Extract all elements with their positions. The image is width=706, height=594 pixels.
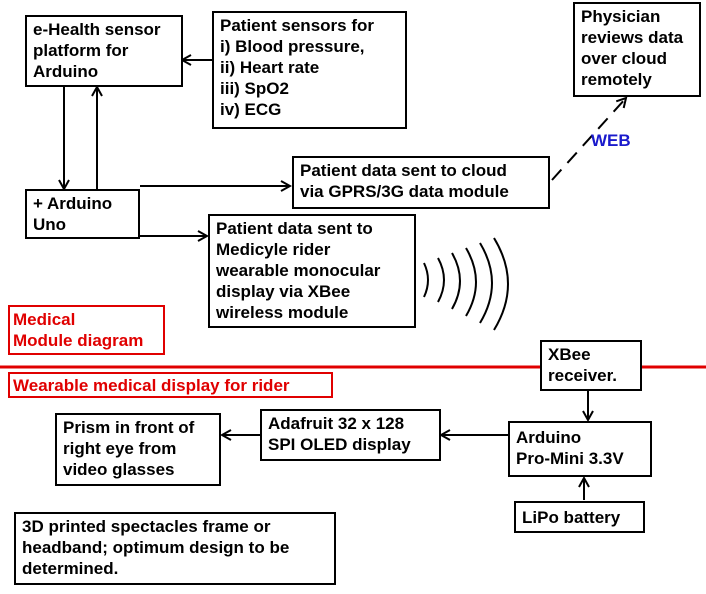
box-line: Pro-Mini 3.3V xyxy=(516,449,624,468)
box-line: right eye from xyxy=(63,439,177,458)
box-line: ii) Heart rate xyxy=(220,58,320,77)
box-line: video glasses xyxy=(63,460,175,479)
wearable-display-label: Wearable medical display for rider xyxy=(8,372,333,398)
section-label-line: Wearable medical display for rider xyxy=(13,376,290,395)
box-line: Uno xyxy=(33,215,67,234)
cloud-module-box: Patient data sent to cloud via GPRS/3G d… xyxy=(292,156,550,209)
medical-module-label: Medical Module diagram xyxy=(8,305,165,355)
prism-box: Prism in front of right eye from video g… xyxy=(55,413,221,486)
box-line: receiver. xyxy=(548,366,618,385)
arduino-promini-box: Arduino Pro-Mini 3.3V xyxy=(508,421,652,477)
web-label: WEB xyxy=(591,131,631,150)
box-line: wireless module xyxy=(216,303,349,322)
box-line: Medicyle rider xyxy=(216,240,331,259)
box-line: Prism in front of xyxy=(63,418,195,437)
box-line: iii) SpO2 xyxy=(220,79,289,98)
box-line: over cloud xyxy=(581,49,667,68)
box-line: headband; optimum design to be xyxy=(22,538,290,557)
box-line: platform for xyxy=(33,41,129,60)
box-line: Adafruit 32 x 128 xyxy=(268,414,405,433)
arrow-cloud-to-physician xyxy=(551,98,626,181)
box-line: Arduino xyxy=(33,62,99,81)
section-label-line: Medical xyxy=(13,310,76,329)
ehealth-platform-box: e-Health sensor platform for Arduino xyxy=(25,15,183,87)
box-line: SPI OLED display xyxy=(268,435,411,454)
box-line: i) Blood pressure, xyxy=(220,37,365,56)
box-line: determined. xyxy=(22,559,119,578)
wireless-signal-icon xyxy=(423,237,509,331)
box-line: Physician xyxy=(581,7,661,26)
xbee-receiver-box: XBee receiver. xyxy=(540,340,642,391)
box-line: LiPo battery xyxy=(522,508,621,527)
spectacles-frame-box: 3D printed spectacles frame or headband;… xyxy=(14,512,336,585)
box-line: e-Health sensor xyxy=(33,20,161,39)
box-line: + Arduino xyxy=(33,194,113,213)
lipo-battery-box: LiPo battery xyxy=(514,501,645,533)
box-line: iv) ECG xyxy=(220,100,282,119)
xbee-transmit-box: Patient data sent to Medicyle rider wear… xyxy=(208,214,416,328)
physician-box: Physician reviews data over cloud remote… xyxy=(573,2,701,97)
box-line: display via XBee xyxy=(216,282,351,301)
box-line: Arduino xyxy=(516,428,582,447)
arduino-uno-box: + Arduino Uno xyxy=(25,189,140,239)
box-line: wearable monocular xyxy=(216,261,381,280)
box-line: via GPRS/3G data module xyxy=(300,182,509,201)
box-line: reviews data xyxy=(581,28,684,47)
oled-display-box: Adafruit 32 x 128 SPI OLED display xyxy=(260,409,441,461)
patient-sensors-box: Patient sensors for i) Blood pressure, i… xyxy=(212,11,407,129)
box-line: remotely xyxy=(581,70,652,89)
box-line: Patient data sent to cloud xyxy=(300,161,507,180)
box-line: XBee xyxy=(548,345,591,364)
section-label-line: Module diagram xyxy=(13,331,144,350)
box-line: 3D printed spectacles frame or xyxy=(22,517,271,536)
box-line: Patient sensors for xyxy=(220,16,374,35)
box-line: Patient data sent to xyxy=(216,219,373,238)
